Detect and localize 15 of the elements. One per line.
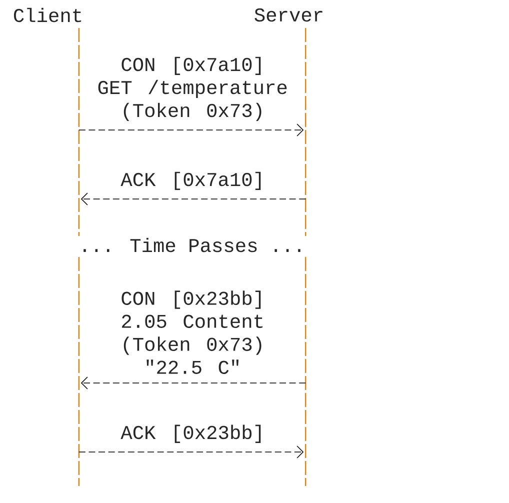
message-arrow xyxy=(78,124,304,136)
lifeline xyxy=(305,257,306,486)
edge-label: ACK [0x7a10] xyxy=(120,172,261,190)
participant-label: Server xyxy=(254,8,322,22)
message-arrow xyxy=(80,376,306,390)
message-arrow xyxy=(78,446,304,458)
note-text: ... Time Passes ... xyxy=(84,238,300,252)
message-arrow xyxy=(80,192,306,206)
edge-label: CON [0x23bb] 2.05 Content (Token 0x73) "22.5 C" xyxy=(122,290,263,374)
edge-label: ACK [0x23bb] xyxy=(120,424,261,443)
lifeline xyxy=(78,257,80,486)
lifeline xyxy=(78,28,80,236)
lifeline xyxy=(305,28,306,236)
edge-label: CON [0x7a10] GET /temperature (Token 0x73) xyxy=(98,56,287,121)
participant-label: Client xyxy=(14,8,82,22)
